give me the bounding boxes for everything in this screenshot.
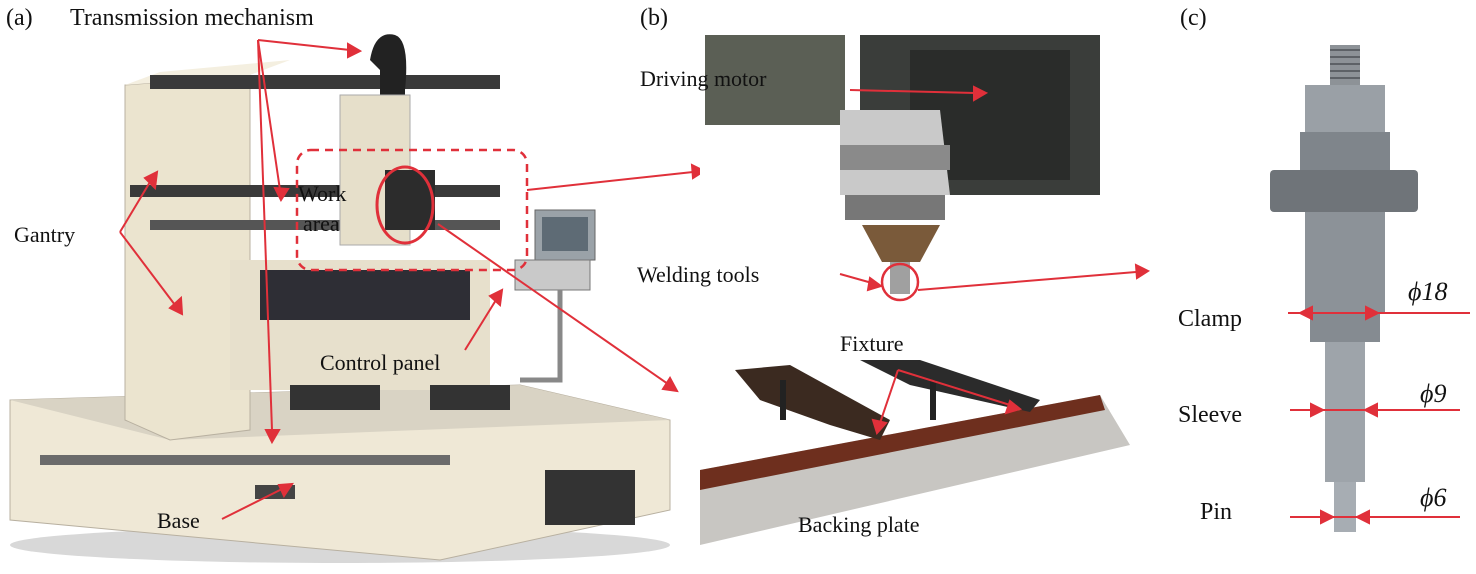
panel-b-letter: (b): [640, 5, 668, 31]
driving-motor-label: Driving motor: [640, 66, 767, 91]
control-panel-label: Control panel: [320, 350, 441, 375]
diameter-9-label: ϕ9: [1420, 379, 1447, 408]
sleeve-label: Sleeve: [1178, 402, 1242, 428]
diameter-18-label: ϕ18: [1408, 277, 1448, 306]
diameter-6-label: ϕ6: [1420, 483, 1447, 512]
pin-label: Pin: [1200, 499, 1233, 525]
gantry-label: Gantry: [14, 222, 76, 247]
welding-tools-label: Welding tools: [637, 262, 760, 287]
work-label: Work: [298, 181, 347, 206]
clamp-label: Clamp: [1178, 306, 1242, 332]
transmission-mechanism-label: Transmission mechanism: [70, 5, 314, 31]
area-label: area: [303, 211, 340, 236]
base-label: Base: [157, 508, 200, 533]
fixture-label: Fixture: [840, 331, 904, 356]
backing-plate-label: Backing plate: [798, 512, 920, 537]
panel-c-letter: (c): [1180, 5, 1207, 31]
fsw-machine-photo: [9, 34, 700, 563]
panel-a-letter: (a): [6, 5, 33, 31]
